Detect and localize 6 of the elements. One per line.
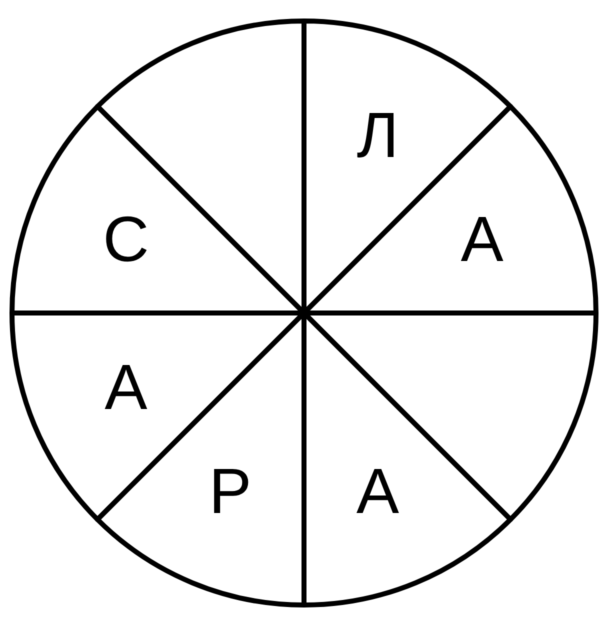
sector-letter: С — [102, 203, 150, 276]
sector-letter: Р — [208, 455, 252, 528]
sector-letter: А — [356, 455, 400, 528]
sector-letter: А — [460, 203, 504, 276]
sector-letter: Л — [356, 98, 399, 171]
sector-letter: А — [104, 350, 148, 423]
